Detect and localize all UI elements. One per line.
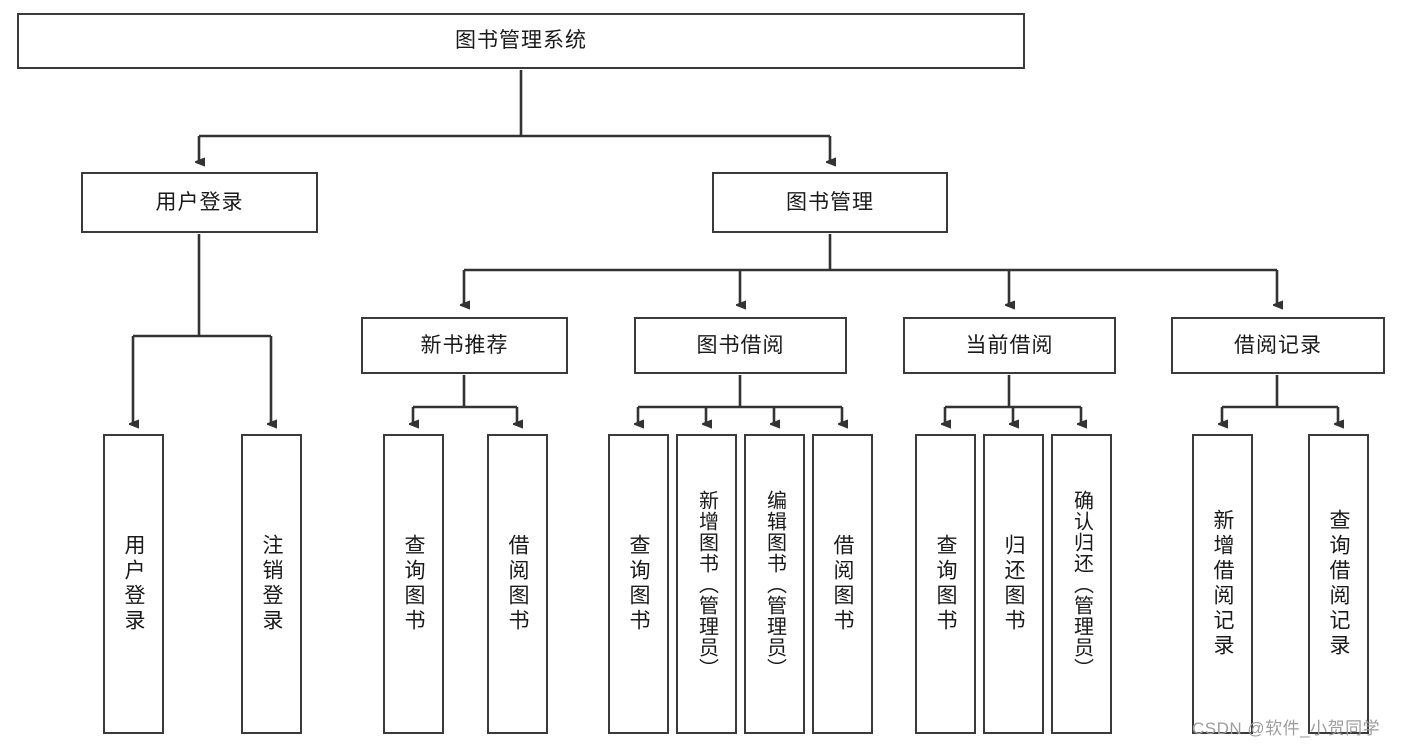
node-book-borrow[interactable]: 图书借阅 [634, 317, 847, 374]
node-book-management[interactable]: 图书管理 [712, 172, 948, 233]
leaf-logout-login[interactable]: 注销登录 [241, 434, 302, 734]
leaf-edit-book-admin[interactable]: 编辑图书（管理员） [744, 434, 805, 734]
leaf-add-book-admin[interactable]: 新增图书（管理员） [676, 434, 737, 734]
leaf-query-book-3[interactable]: 查询图书 [915, 434, 976, 734]
leaf-user-login[interactable]: 用户登录 [103, 434, 164, 734]
node-new-book-recommend[interactable]: 新书推荐 [361, 317, 568, 374]
leaf-query-book-1[interactable]: 查询图书 [383, 434, 444, 734]
leaf-add-borrow-record[interactable]: 新增借阅记录 [1192, 434, 1253, 734]
leaf-borrow-book-2[interactable]: 借阅图书 [812, 434, 873, 734]
node-root[interactable]: 图书管理系统 [17, 13, 1025, 69]
csdn-watermark: CSDN @软件_小贺同学 [1192, 719, 1381, 738]
leaf-return-book[interactable]: 归还图书 [983, 434, 1044, 734]
node-borrow-record[interactable]: 借阅记录 [1171, 317, 1385, 374]
leaf-borrow-book-1[interactable]: 借阅图书 [487, 434, 548, 734]
leaf-confirm-return-admin[interactable]: 确认归还（管理员） [1051, 434, 1112, 734]
node-user-login[interactable]: 用户登录 [81, 172, 318, 233]
leaf-query-borrow-record[interactable]: 查询借阅记录 [1308, 434, 1369, 734]
node-current-borrow[interactable]: 当前借阅 [903, 317, 1116, 374]
leaf-query-book-2[interactable]: 查询图书 [608, 434, 669, 734]
